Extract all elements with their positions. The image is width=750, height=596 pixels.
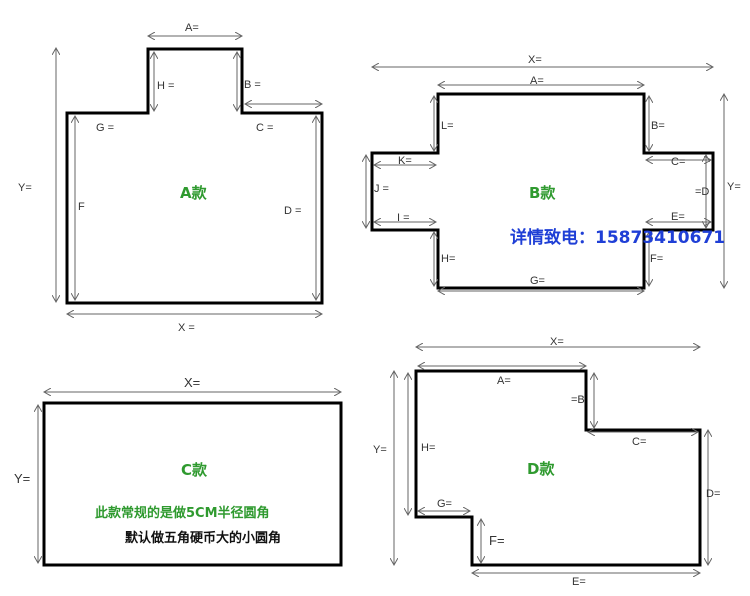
label-a-d: D = xyxy=(284,205,301,217)
label-b-k: K= xyxy=(398,155,412,167)
label-b-c: C= xyxy=(671,156,685,168)
label-b-h: H= xyxy=(441,253,455,265)
shape-a-outline xyxy=(65,47,324,305)
label-d-c: C= xyxy=(632,436,646,448)
shape-c-group: X= Y= C款 此款常规的是做5CM半径圆角 默认做五角硬币大的小圆角 xyxy=(14,375,343,567)
label-a-x: X = xyxy=(178,322,195,334)
title-d: D款 xyxy=(527,460,555,478)
label-b-y: Y= xyxy=(727,181,741,193)
label-a-h: H = xyxy=(157,80,174,92)
shape-d-group: X= A= =B Y= H= C= D= G= F= E= D款 xyxy=(373,336,720,588)
label-b-d: =D xyxy=(695,186,709,198)
label-b-j: J = xyxy=(374,183,389,195)
label-c-y: Y= xyxy=(14,471,30,486)
label-d-a: A= xyxy=(497,375,511,387)
label-d-x: X= xyxy=(550,336,564,348)
label-d-h: H= xyxy=(421,442,435,454)
label-b-b: B= xyxy=(651,120,665,132)
shape-d-outline xyxy=(414,369,702,567)
label-a-g: G = xyxy=(96,122,114,134)
label-b-l: L= xyxy=(441,120,454,132)
title-a: A款 xyxy=(180,184,208,202)
label-d-y: Y= xyxy=(373,444,387,456)
shape-b-group: X= A= L= B= K= C= J = =D Y= I = E= H= F=… xyxy=(366,54,741,291)
label-b-f: F= xyxy=(650,253,663,265)
label-b-i: I = xyxy=(397,212,410,224)
label-d-e: E= xyxy=(572,576,586,588)
note-c-radius: 此款常规的是做5CM半径圆角 xyxy=(95,505,270,521)
label-b-g: G= xyxy=(530,275,545,287)
shape-c-outline xyxy=(42,401,343,567)
label-c-x: X= xyxy=(184,375,200,390)
title-b: B款 xyxy=(529,184,556,202)
label-d-b: =B xyxy=(571,394,585,406)
label-a-a: A= xyxy=(185,22,199,34)
label-d-g: G= xyxy=(437,498,452,510)
note-c-small-corner: 默认做五角硬币大的小圆角 xyxy=(125,530,281,546)
label-b-e: E= xyxy=(671,211,685,223)
label-a-c: C = xyxy=(256,122,273,134)
label-a-y: Y= xyxy=(18,182,32,194)
contact-phone: 详情致电：15873410671 xyxy=(510,227,725,248)
label-d-f: F= xyxy=(489,533,505,548)
label-b-a: A= xyxy=(530,75,544,87)
label-a-f: F xyxy=(78,201,85,213)
label-b-x: X= xyxy=(528,54,542,66)
label-a-b: B = xyxy=(244,79,261,91)
label-d-d: D= xyxy=(706,488,720,500)
title-c: C款 xyxy=(181,461,208,479)
shape-a-group: A= H = B = G = C = F D = X = Y= A款 xyxy=(18,22,324,334)
